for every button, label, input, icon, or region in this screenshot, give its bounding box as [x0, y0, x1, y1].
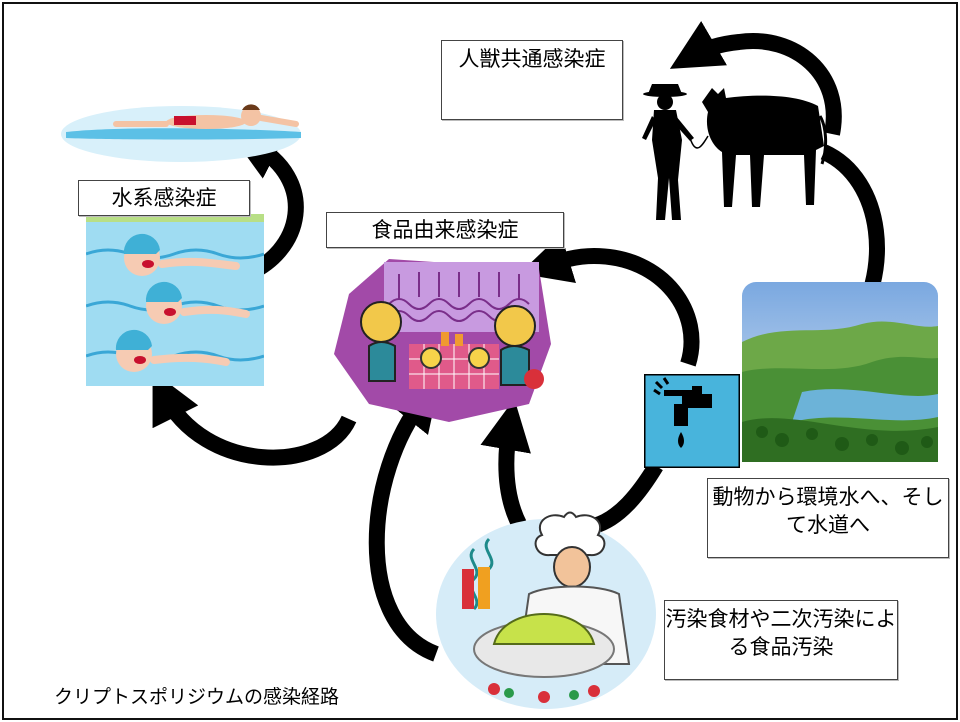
- label-waterborne-text: 水系感染症: [111, 186, 217, 210]
- label-waterborne: 水系感染症: [78, 180, 250, 216]
- label-zoonosis-text: 人獣共通感染症: [458, 47, 606, 71]
- arrow-chef-to-food-center: [480, 398, 531, 528]
- label-animal-to-tap: 動物から環境水へ、そして水道へ: [707, 478, 949, 558]
- arrow-tap-to-chef: [591, 461, 663, 534]
- river-landscape-image: [742, 282, 938, 462]
- label-zoonosis: 人獣共通感染症: [441, 40, 623, 120]
- arrow-tap-to-food: [519, 234, 700, 367]
- chef-food-image: [436, 511, 656, 709]
- farmer-cow-silhouette-image: [642, 84, 828, 220]
- label-foodborne: 食品由来感染症: [326, 212, 564, 248]
- swimmer-image: [61, 104, 301, 162]
- arrow-chef-to-food-left: [368, 378, 440, 662]
- diagram-caption: クリプトスポリジウムの感染経路: [54, 686, 340, 708]
- arrow-food-to-water: [152, 371, 357, 466]
- label-food-contamination: 汚染食材や二次汚染による食品汚染: [664, 600, 898, 680]
- pool-swimmers-image: [86, 214, 264, 386]
- arrow-cattle-to-zoonosis: [669, 20, 842, 136]
- label-animal-to-tap-text: 動物から環境水へ、そして水道へ: [712, 485, 944, 537]
- restaurant-diners-image: [334, 259, 551, 422]
- label-food-contamination-text: 汚染食材や二次汚染による食品汚染: [665, 607, 897, 659]
- tap-water-icon: [644, 374, 740, 468]
- label-foodborne-text: 食品由来感染症: [371, 218, 519, 242]
